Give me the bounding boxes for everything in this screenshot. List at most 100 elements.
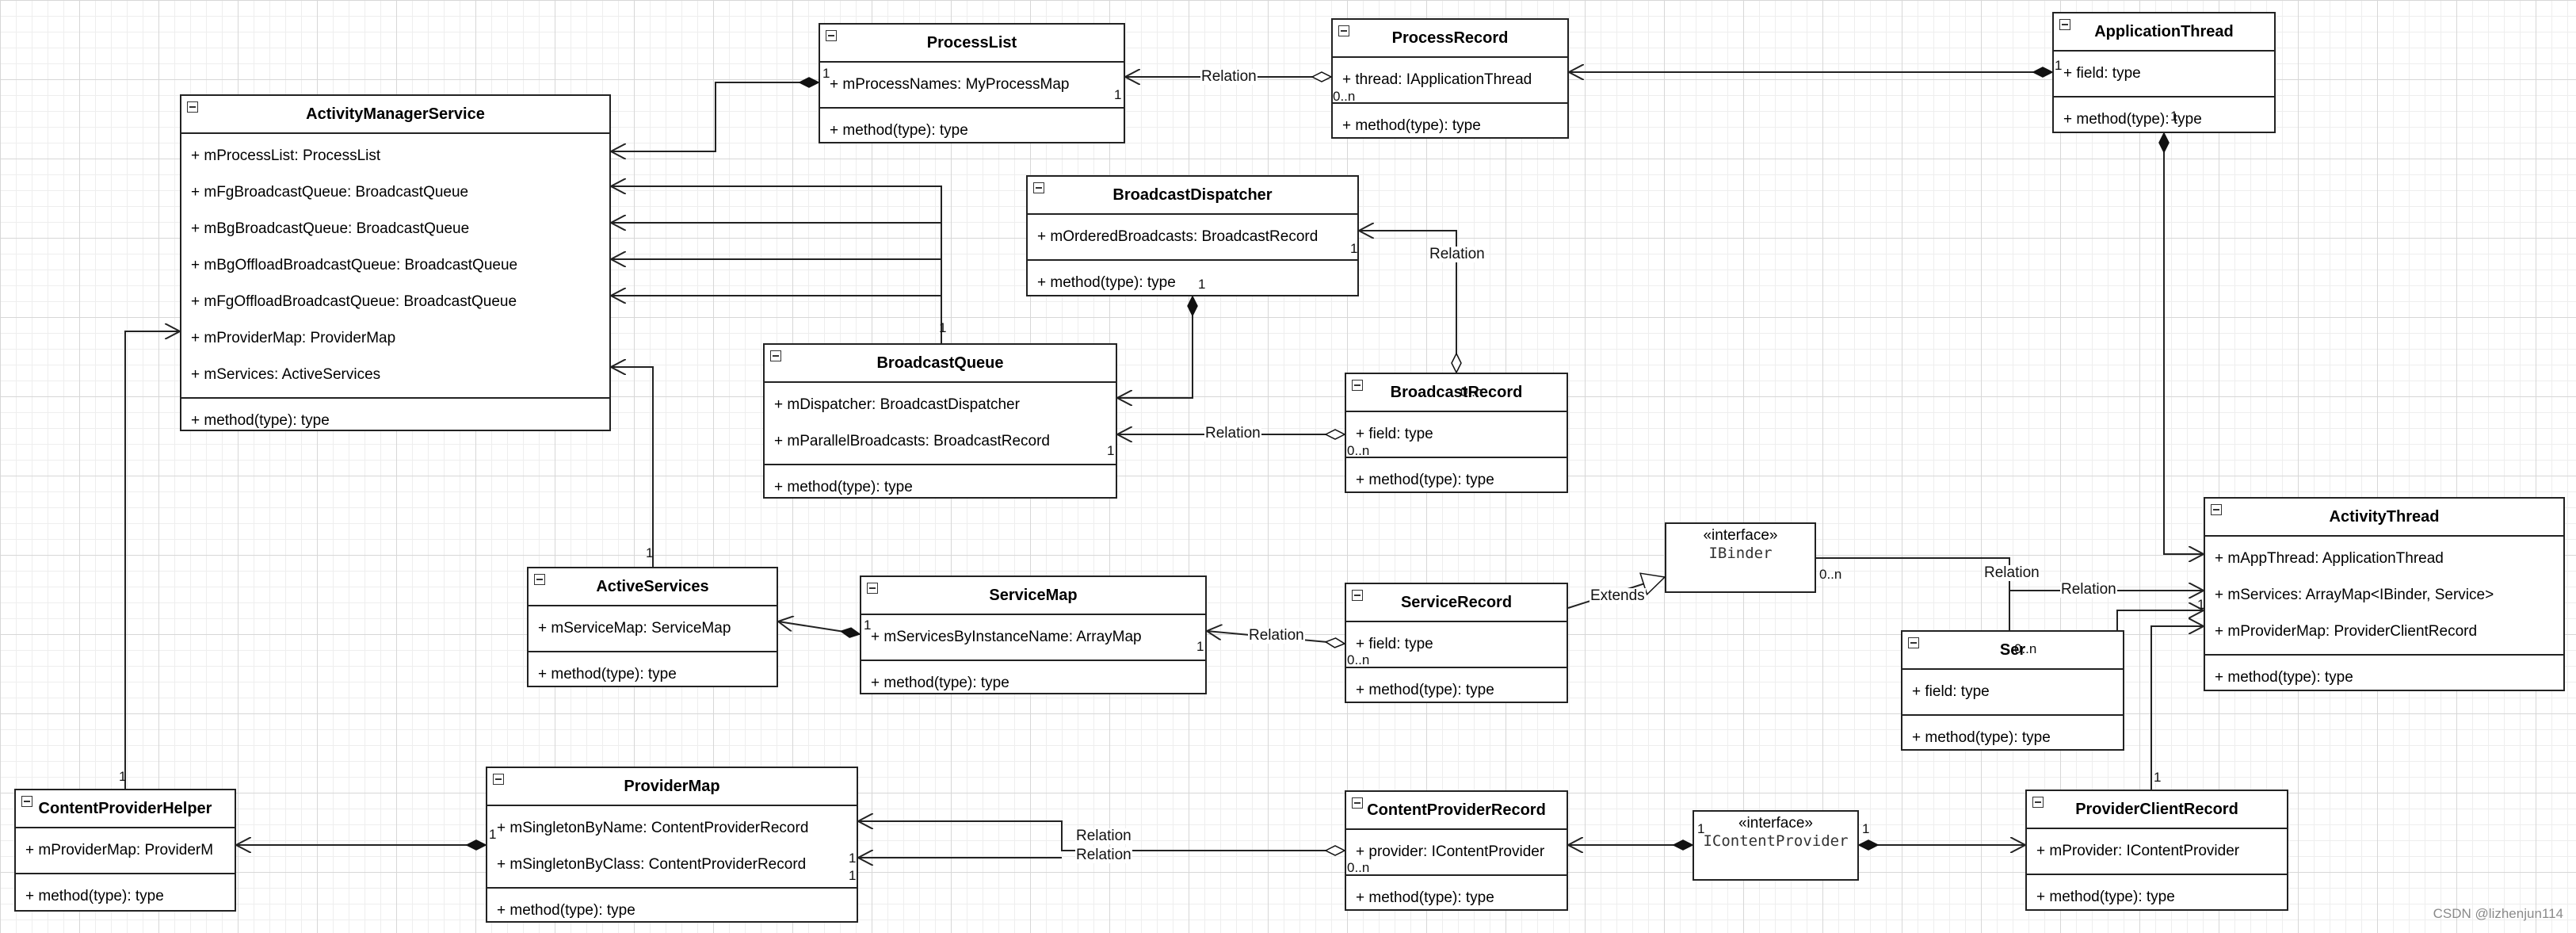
method: + method(type): type: [2063, 111, 2202, 128]
multiplicity: 1: [2170, 109, 2178, 124]
watermark: CSDN @lizhenjun114: [2433, 906, 2563, 921]
attribute: + mSingletonByClass: ContentProviderReco…: [497, 856, 807, 873]
collapse-icon[interactable]: [1352, 797, 1363, 809]
relation-label: Relation: [1204, 425, 1261, 442]
collapse-icon[interactable]: [2059, 19, 2070, 30]
class-name: ActiveServices: [596, 578, 709, 595]
multiplicity: 1: [1114, 87, 1122, 102]
attribute: + field: type: [2063, 65, 2141, 82]
class-processrecord[interactable]: ProcessRecord + thread: IApplicationThre…: [1331, 18, 1569, 139]
class-name: ProviderClientRecord: [2075, 801, 2238, 818]
method: + method(type): type: [1356, 889, 1494, 906]
class-name: ContentProviderRecord: [1367, 801, 1546, 819]
class-contentproviderrecord[interactable]: ContentProviderRecord + provider: IConte…: [1345, 790, 1568, 911]
class-servicerecord[interactable]: ServiceRecord + field: type + method(typ…: [1345, 583, 1568, 703]
attribute: + mServiceMap: ServiceMap: [538, 620, 731, 637]
method: + method(type): type: [830, 122, 968, 139]
attribute: + mBgOffloadBroadcastQueue: BroadcastQue…: [191, 257, 518, 273]
edge-applicationthread-activitythread: [2164, 133, 2204, 554]
attribute-compartment: + provider: IContentProvider: [1346, 830, 1567, 876]
class-broadcastdispatcher[interactable]: BroadcastDispatcher + mOrderedBroadcasts…: [1026, 175, 1359, 296]
collapse-icon[interactable]: [1352, 380, 1363, 391]
method: + method(type): type: [774, 479, 913, 495]
collapse-icon[interactable]: [826, 30, 837, 41]
method-compartment: + method(type): type: [1902, 716, 2123, 760]
attribute: + field: type: [1356, 636, 1433, 652]
attribute-compartment: + field: type: [1346, 412, 1567, 458]
collapse-icon[interactable]: [1033, 182, 1044, 193]
collapse-icon[interactable]: [2032, 797, 2044, 808]
class-broadcastqueue[interactable]: BroadcastQueue + mDispatcher: BroadcastD…: [763, 343, 1117, 499]
attribute: + mFgOffloadBroadcastQueue: BroadcastQue…: [191, 293, 517, 310]
class-broadcastrecord[interactable]: BroadcastRecord + field: type + method(t…: [1345, 373, 1568, 493]
interface-header: «interface» IContentProvider: [1694, 812, 1857, 879]
method-compartment: + method(type): type: [529, 652, 777, 697]
interface-ibinder[interactable]: «interface» IBinder: [1665, 522, 1816, 593]
collapse-icon[interactable]: [534, 574, 545, 585]
attribute: + mSingletonByName: ContentProviderRecor…: [497, 820, 809, 836]
class-providermap[interactable]: ProviderMap + mSingletonByName: ContentP…: [486, 767, 858, 923]
attribute: + mOrderedBroadcasts: BroadcastRecord: [1037, 228, 1319, 245]
attribute: + mServices: ActiveServices: [191, 366, 381, 383]
collapse-icon[interactable]: [493, 774, 504, 785]
class-header: ProcessList: [820, 25, 1124, 63]
method-compartment: + method(type): type: [1333, 104, 1567, 148]
class-header: BroadcastDispatcher: [1028, 177, 1357, 215]
class-activitythread[interactable]: ActivityThread + mAppThread: Application…: [2204, 497, 2565, 691]
attribute: + mParallelBroadcasts: BroadcastRecord: [774, 433, 1050, 449]
class-service-connection[interactable]: Ser + field: type + method(type): type: [1901, 630, 2124, 751]
collapse-icon[interactable]: [187, 101, 198, 113]
edge-connection-activitythread-2: [2116, 610, 2204, 749]
edge-activeservices-ams: [611, 367, 654, 567]
class-header: ProviderClientRecord: [2027, 791, 2287, 829]
class-processlist[interactable]: ProcessList + mProcessNames: MyProcessMa…: [819, 23, 1125, 143]
attribute: + mProviderMap: ProviderM: [25, 842, 214, 858]
collapse-icon[interactable]: [2211, 504, 2222, 515]
class-applicationthread[interactable]: ApplicationThread + field: type + method…: [2052, 12, 2276, 133]
class-providerclientrecord[interactable]: ProviderClientRecord + mProvider: IConte…: [2025, 790, 2288, 911]
class-name: ProcessRecord: [1391, 29, 1509, 47]
attribute: + mBgBroadcastQueue: BroadcastQueue: [191, 220, 470, 237]
multiplicity: 1: [849, 851, 857, 866]
collapse-icon[interactable]: [770, 350, 781, 361]
extends-label: Extends: [1589, 587, 1646, 604]
multiplicity: 1: [1198, 277, 1206, 292]
relation-label: Relation: [1248, 627, 1305, 644]
multiplicity: 0..n: [1347, 443, 1370, 458]
method-compartment: + method(type): type: [16, 874, 235, 919]
collapse-icon[interactable]: [1908, 637, 1919, 648]
attribute-compartment: + mAppThread: ApplicationThread + mServi…: [2205, 537, 2563, 656]
method-compartment: + method(type): type: [1028, 261, 1357, 305]
attribute-compartment: + mServiceMap: ServiceMap: [529, 606, 777, 652]
interface-icontentprovider[interactable]: «interface» IContentProvider: [1693, 810, 1859, 881]
method: + method(type): type: [1912, 729, 2051, 746]
edge-broadcastrecord-dispatcher: [1359, 231, 1456, 373]
attribute: + field: type: [1356, 426, 1433, 442]
multiplicity: 0..n: [1333, 89, 1356, 104]
interface-name: IBinder: [1708, 545, 1773, 562]
attribute-compartment: + mSingletonByName: ContentProviderRecor…: [487, 806, 857, 889]
attribute: + mServicesByInstanceName: ArrayMap: [871, 629, 1142, 645]
attribute-compartment: + mOrderedBroadcasts: BroadcastRecord: [1028, 215, 1357, 261]
stereotype: «interface»: [1738, 815, 1813, 832]
edge-bq-fg: [611, 186, 942, 343]
attribute-compartment: + field: type: [1346, 622, 1567, 668]
collapse-icon[interactable]: [21, 796, 32, 807]
class-name: BroadcastRecord: [1390, 384, 1523, 401]
class-activeservices[interactable]: ActiveServices + mServiceMap: ServiceMap…: [527, 567, 778, 687]
collapse-icon[interactable]: [1338, 25, 1349, 36]
attribute-compartment: + mProcessNames: MyProcessMap: [820, 63, 1124, 109]
class-header: ServiceMap: [861, 577, 1205, 615]
collapse-icon[interactable]: [867, 583, 878, 594]
class-header: ProcessRecord: [1333, 20, 1567, 58]
class-activitymanagerservice[interactable]: ActivityManagerService + mProcessList: P…: [180, 94, 611, 431]
class-header: ActivityManagerService: [181, 96, 609, 134]
class-header: ServiceRecord: [1346, 584, 1567, 622]
method: + method(type): type: [2036, 889, 2175, 905]
method-compartment: + method(type): type: [2205, 656, 2563, 700]
collapse-icon[interactable]: [1352, 590, 1363, 601]
attribute: + mServices: ArrayMap<IBinder, Service>: [2215, 587, 2494, 603]
class-name: ActivityManagerService: [306, 105, 485, 123]
class-servicemap[interactable]: ServiceMap + mServicesByInstanceName: Ar…: [860, 575, 1207, 694]
class-contentproviderhelper[interactable]: ContentProviderHelper + mProviderMap: Pr…: [14, 789, 236, 912]
